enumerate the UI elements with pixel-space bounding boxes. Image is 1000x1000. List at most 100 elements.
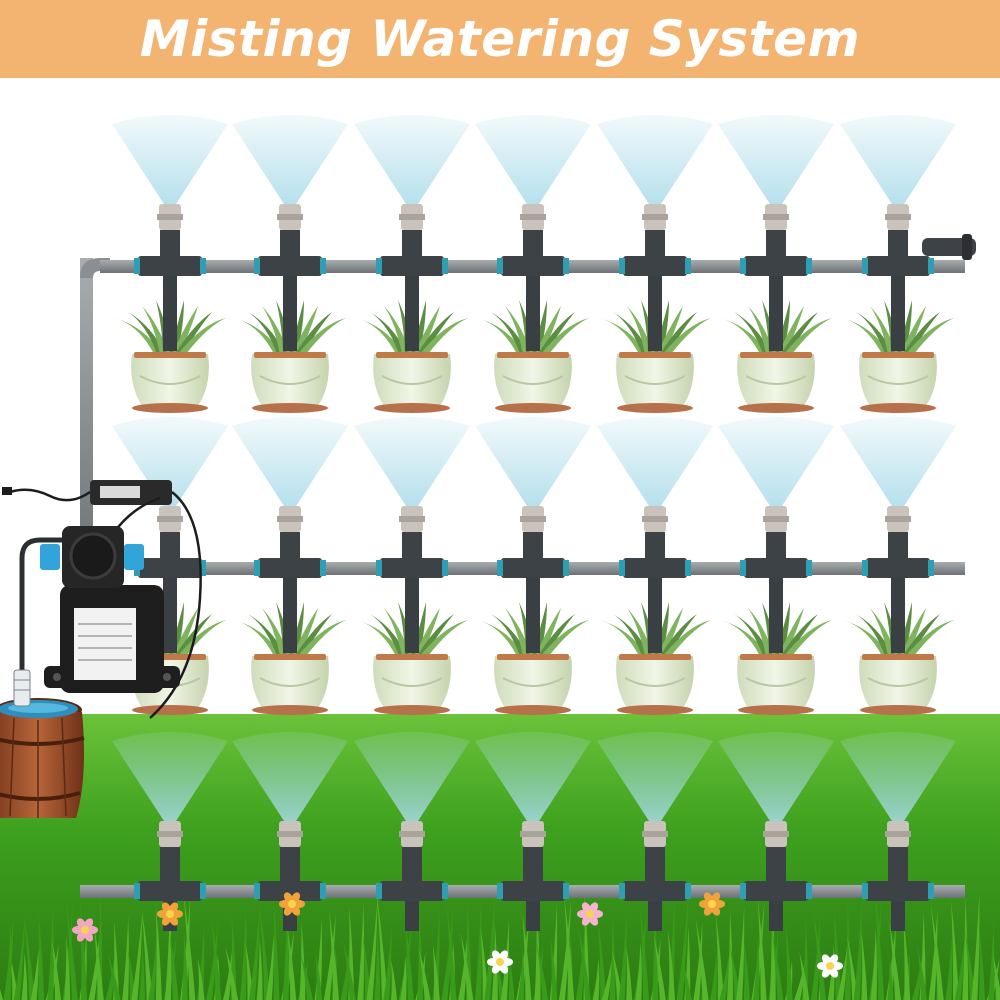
- grass-blade: [259, 901, 271, 1000]
- grass-blade: [475, 895, 482, 1000]
- grass-blade: [376, 894, 388, 1000]
- flower-pot: [737, 654, 815, 715]
- mist-spray-icon: [475, 417, 591, 506]
- tee-connector: [740, 847, 812, 931]
- grass-blade: [155, 904, 162, 1000]
- grass-blade: [197, 958, 205, 1000]
- mist-spray-icon: [354, 417, 470, 506]
- grass-blade: [329, 910, 339, 1000]
- grass-blade: [575, 929, 585, 1000]
- nozzle-icon: [277, 506, 303, 532]
- grass-blade: [501, 920, 510, 1000]
- grass-blade: [550, 937, 558, 1000]
- grass-blade: [771, 927, 784, 1000]
- nozzle-icon: [885, 204, 911, 230]
- grass-blade: [964, 929, 976, 1000]
- flower-pot: [859, 654, 937, 715]
- grass-blade: [801, 919, 808, 1000]
- grass-blade: [853, 899, 862, 1000]
- grass-blade: [833, 907, 842, 1000]
- grass-blade: [988, 921, 995, 1000]
- grass-blade: [609, 917, 616, 1000]
- flower-icon: [699, 892, 725, 916]
- grass-blade: [785, 923, 793, 1000]
- flower-pot: [616, 654, 694, 715]
- grass-blade: [534, 908, 541, 1000]
- grass-blade: [715, 914, 724, 1000]
- grass-blade: [24, 915, 35, 1000]
- barrel-icon: [0, 698, 85, 818]
- nozzle-icon: [763, 821, 789, 847]
- grass-blade: [460, 932, 474, 1000]
- filter-icon: [13, 537, 80, 707]
- flower-icon: [157, 902, 183, 926]
- grass-blade: [141, 908, 153, 1000]
- nozzle-icon: [520, 821, 546, 847]
- nozzle-icon: [277, 204, 303, 230]
- grass-blade: [417, 915, 423, 1000]
- flower-icon: [72, 918, 98, 942]
- tee-connector: [862, 532, 934, 653]
- flower-pot: [859, 352, 937, 413]
- grass-blade: [383, 927, 392, 1000]
- grass-blade: [887, 957, 894, 1000]
- grass-blade: [47, 907, 54, 1000]
- grass-blade: [105, 957, 115, 1000]
- grass-blade: [366, 898, 378, 1000]
- nozzle-icon: [642, 821, 668, 847]
- grass-blade: [743, 939, 750, 1000]
- grass-blade: [971, 892, 980, 1000]
- grass-blade: [917, 945, 927, 1000]
- grass-blade: [21, 952, 28, 1000]
- grass-blade: [139, 945, 145, 1000]
- mist-spray-icon: [232, 115, 348, 204]
- grass-blade: [951, 900, 959, 1000]
- grass-blade: [861, 932, 868, 1000]
- mist-spray-icon: [475, 115, 591, 204]
- grass-blade: [0, 988, 3, 1000]
- grass-blade: [314, 918, 322, 1000]
- tee-connector: [497, 532, 569, 653]
- nozzle-icon: [277, 821, 303, 847]
- flower-icon: [577, 902, 603, 926]
- grass-blade: [954, 933, 966, 1000]
- grass-blade: [374, 931, 381, 1000]
- nozzle-icon: [885, 821, 911, 847]
- mist-spray-icon: [354, 115, 470, 204]
- grass-blade: [458, 936, 468, 1000]
- mist-spray-icon: [112, 732, 228, 821]
- misting-illustration: [0, 115, 1000, 1000]
- grass-blade: [38, 911, 45, 1000]
- grass-blade: [223, 950, 232, 1000]
- mist-spray-icon: [354, 732, 470, 821]
- pipe-layer: [80, 204, 965, 931]
- grass-blade: [211, 917, 222, 1000]
- pump-icon: [40, 526, 180, 693]
- grass-blade: [928, 908, 938, 1000]
- grass-blade: [903, 916, 911, 1000]
- grass-blade: [249, 905, 260, 1000]
- tee-connector: [254, 532, 326, 653]
- grass-blade: [131, 912, 143, 1000]
- mist-spray-icon: [232, 732, 348, 821]
- mist-spray-icon: [718, 732, 834, 821]
- grass-blade: [992, 954, 1000, 1000]
- mist-spray-icon: [718, 417, 834, 506]
- nozzle-icon: [763, 204, 789, 230]
- grass-blade: [930, 904, 944, 1000]
- mist-spray-icon: [475, 732, 591, 821]
- mist-layer: [112, 115, 956, 821]
- grass-blade: [287, 926, 297, 1000]
- nozzle-icon: [642, 506, 668, 532]
- grass-blade: [668, 930, 675, 1000]
- grass-blade: [710, 951, 717, 1000]
- grass-blade: [676, 893, 689, 1000]
- mist-spray-icon: [597, 115, 713, 204]
- tee-connector: [376, 230, 448, 351]
- grass-blade: [64, 936, 71, 1000]
- nozzle-icon: [520, 506, 546, 532]
- grass-blade: [653, 934, 666, 1000]
- grass-blade: [847, 936, 859, 1000]
- grass-blade: [52, 940, 61, 1000]
- mist-spray-icon: [718, 115, 834, 204]
